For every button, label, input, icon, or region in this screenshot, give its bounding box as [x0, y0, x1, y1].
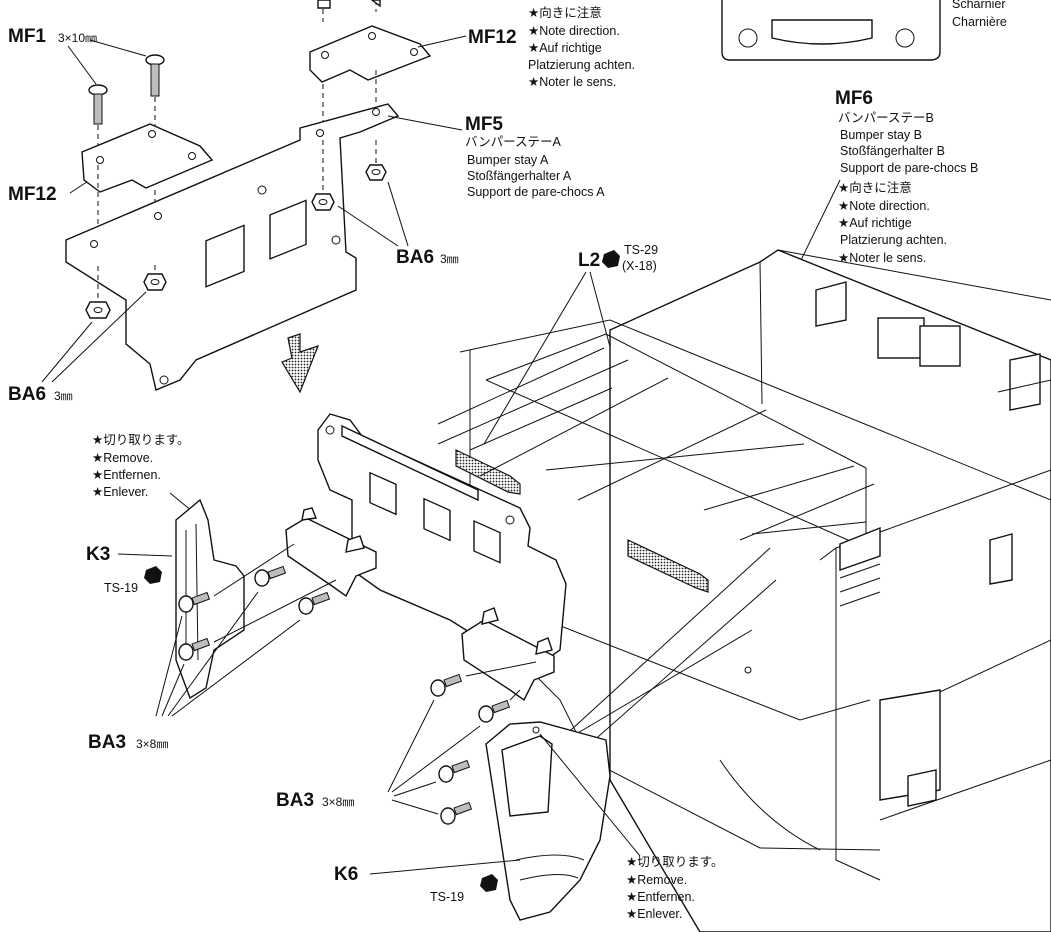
ba6-right-dim: 3㎜ — [440, 252, 459, 266]
nut-icon — [311, 140, 335, 211]
mf5-desc-fr: Support de pare-chocs A — [467, 185, 605, 199]
hinge-bracket-right — [461, 607, 555, 702]
mf6-direction-en: ★Note direction. — [838, 199, 930, 213]
mf6-desc-fr: Support de pare-chocs B — [840, 161, 978, 175]
screw-icon — [145, 54, 165, 128]
screw-icon — [178, 591, 211, 613]
mf1-dim: 3×10㎜ — [58, 31, 97, 45]
l2-paint-alt: (X-18) — [622, 259, 657, 273]
note-direction-de1: ★Auf richtige — [528, 41, 602, 55]
hinge-bracket-left — [285, 507, 377, 598]
remove-right-en: ★Remove. — [626, 873, 687, 887]
mf5-label: MF5 — [465, 114, 503, 135]
ba3-right-dim: 3×8㎜ — [322, 795, 354, 809]
ba3-left-dim: 3×8㎜ — [136, 737, 168, 751]
bumper-stay-b — [317, 413, 567, 665]
mf6-desc-jp: バンパーステーB — [838, 111, 934, 125]
remove-right-de: ★Entfernen. — [626, 890, 695, 904]
ba3-right-label: BA3 — [276, 790, 314, 811]
mf6-label: MF6 — [835, 88, 873, 109]
screw-icon — [254, 565, 287, 587]
mf5-desc-en: Bumper stay A — [467, 153, 549, 167]
ba3-left-label: BA3 — [88, 732, 126, 753]
paint-drop-icon — [144, 566, 162, 584]
k6-label: K6 — [334, 864, 358, 885]
mf1-label: MF1 — [8, 26, 46, 47]
mf5-desc-de: Stoßfängerhalter A — [467, 169, 572, 183]
mf6-desc-de: Stoßfängerhalter B — [840, 144, 945, 158]
note-direction-en: ★Note direction. — [528, 24, 620, 38]
light-k6 — [485, 721, 611, 921]
paint-drop-icon — [480, 874, 498, 892]
hinge-label-de: Scharnier — [952, 0, 1006, 11]
nut-icon — [365, 140, 387, 181]
mf6-direction-de1: ★Auf richtige — [838, 216, 912, 230]
paint-drop-icon — [602, 250, 620, 268]
screw-icon — [298, 591, 331, 615]
ba6-right-label: BA6 — [396, 247, 434, 268]
nut-icon — [85, 266, 111, 319]
hinge-part — [721, 0, 941, 61]
mf6-direction-de2: Platzierung achten. — [840, 233, 947, 247]
ba6-left-dim: 3㎜ — [54, 389, 73, 403]
mf6-direction-fr: ★Noter le sens. — [838, 251, 926, 265]
top-note-direction: ★向きに注意 ★Note direction. ★Auf richtige Pl… — [528, 5, 635, 89]
remove-left-de: ★Entfernen. — [92, 468, 161, 482]
leader-lines — [437, 347, 875, 759]
assembly-arrow-icon — [281, 333, 320, 394]
note-direction-jp: ★向きに注意 — [528, 5, 602, 20]
k6-paint: TS-19 — [430, 890, 464, 904]
mf12-left-label: MF12 — [8, 184, 57, 205]
remove-left-jp: ★切り取ります。 — [92, 433, 189, 447]
remove-left-en: ★Remove. — [92, 451, 153, 465]
k3-paint: TS-19 — [104, 581, 138, 595]
remove-left-fr: ★Enlever. — [92, 485, 148, 499]
mf6-direction-jp: ★向きに注意 — [838, 180, 912, 195]
remove-right-fr: ★Enlever. — [626, 907, 682, 921]
nut-icon — [143, 265, 167, 291]
screw-icon — [178, 637, 211, 661]
screw-icon — [438, 759, 471, 783]
screw-icon — [88, 84, 108, 160]
l2-paint: TS-29 — [624, 243, 658, 257]
mf6-desc-en: Bumper stay B — [840, 128, 922, 142]
mf12-top-label: MF12 — [468, 27, 517, 48]
ba6-left-label: BA6 — [8, 384, 46, 405]
hinge-label-fr: Charnière — [952, 15, 1007, 29]
note-direction-de2: Platzierung achten. — [528, 58, 635, 72]
screw-icon — [440, 801, 473, 825]
note-direction-fr: ★Noter le sens. — [528, 75, 616, 89]
screw-icon — [430, 673, 463, 697]
truck-body — [459, 249, 1051, 932]
bumper-stay-a — [65, 103, 400, 391]
k3-label: K3 — [86, 544, 110, 565]
mf5-desc-jp: バンパーステーA — [465, 135, 562, 149]
l2-label: L2 — [578, 250, 600, 271]
reflector-right — [627, 539, 709, 593]
remove-right-jp: ★切り取ります。 — [626, 855, 723, 869]
screw-icon — [478, 699, 511, 723]
